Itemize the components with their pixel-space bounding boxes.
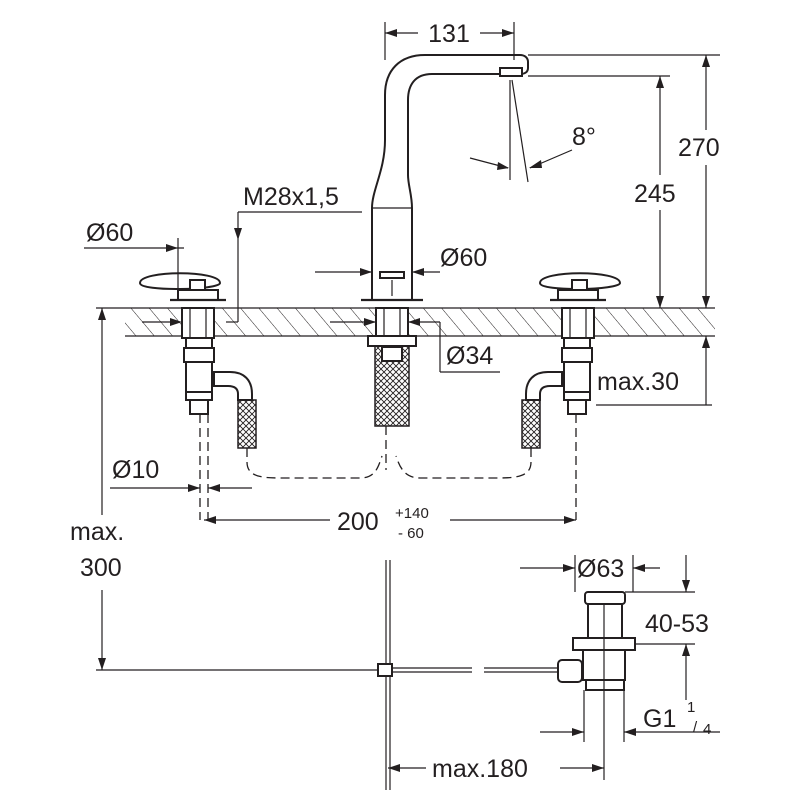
- height-total-label: 270: [678, 134, 720, 162]
- waste-diameter-label: Ø63: [577, 555, 624, 583]
- dim-spacing: [204, 516, 576, 524]
- max-depth-line2-label: 300: [80, 554, 122, 582]
- right-valve: [521, 272, 622, 449]
- dim-hole-diameter: [330, 318, 500, 373]
- spout-body: [361, 54, 529, 302]
- waste-height-label: 40-53: [645, 610, 709, 638]
- drain-rod: [377, 560, 560, 790]
- max-depth-line1-label: max.: [70, 518, 124, 546]
- spacing-plus-label: +140: [395, 505, 429, 522]
- waste-thread-slash: /: [693, 719, 698, 736]
- waste-thread-den-label: 4: [703, 721, 711, 738]
- dim-body-diameter: [315, 268, 440, 276]
- dim-thread-leader: [226, 211, 362, 323]
- dim-handle-diameter: [84, 238, 184, 326]
- max-deck-label: max.30: [597, 368, 679, 396]
- spout-shank: [367, 307, 417, 427]
- waste-thread-num-label: 1: [687, 699, 695, 716]
- dim-waste-diameter: [520, 555, 660, 592]
- hoses: [199, 414, 577, 520]
- dim-waste-height: [625, 555, 695, 700]
- spacing-minus-label: - 60: [398, 525, 424, 542]
- spout-reach-label: 131: [428, 20, 470, 48]
- thread-label: M28x1,5: [243, 183, 339, 211]
- dim-max-depth: [96, 307, 378, 671]
- waste-distance-label: max.180: [432, 755, 528, 783]
- spacing-value-label: 200: [337, 508, 379, 536]
- body-diameter-label: Ø60: [440, 244, 487, 272]
- pipe-diameter-label: Ø10: [112, 456, 159, 484]
- left-valve: [138, 272, 257, 449]
- dim-pipe-diameter: [110, 484, 252, 492]
- height-outlet-label: 245: [634, 180, 676, 208]
- angle-label: 8°: [572, 123, 596, 151]
- handle-diameter-label: Ø60: [86, 219, 133, 247]
- dim-spout-reach: [384, 22, 515, 60]
- dim-angle: [469, 79, 573, 183]
- hole-diameter-label: Ø34: [446, 342, 493, 370]
- dim-waste-thread: [540, 690, 720, 742]
- waste-thread-main-label: G1: [643, 705, 676, 733]
- dim-heights: [528, 54, 720, 405]
- dim-waste-distance: [388, 690, 605, 780]
- waste-fitting: [557, 591, 636, 691]
